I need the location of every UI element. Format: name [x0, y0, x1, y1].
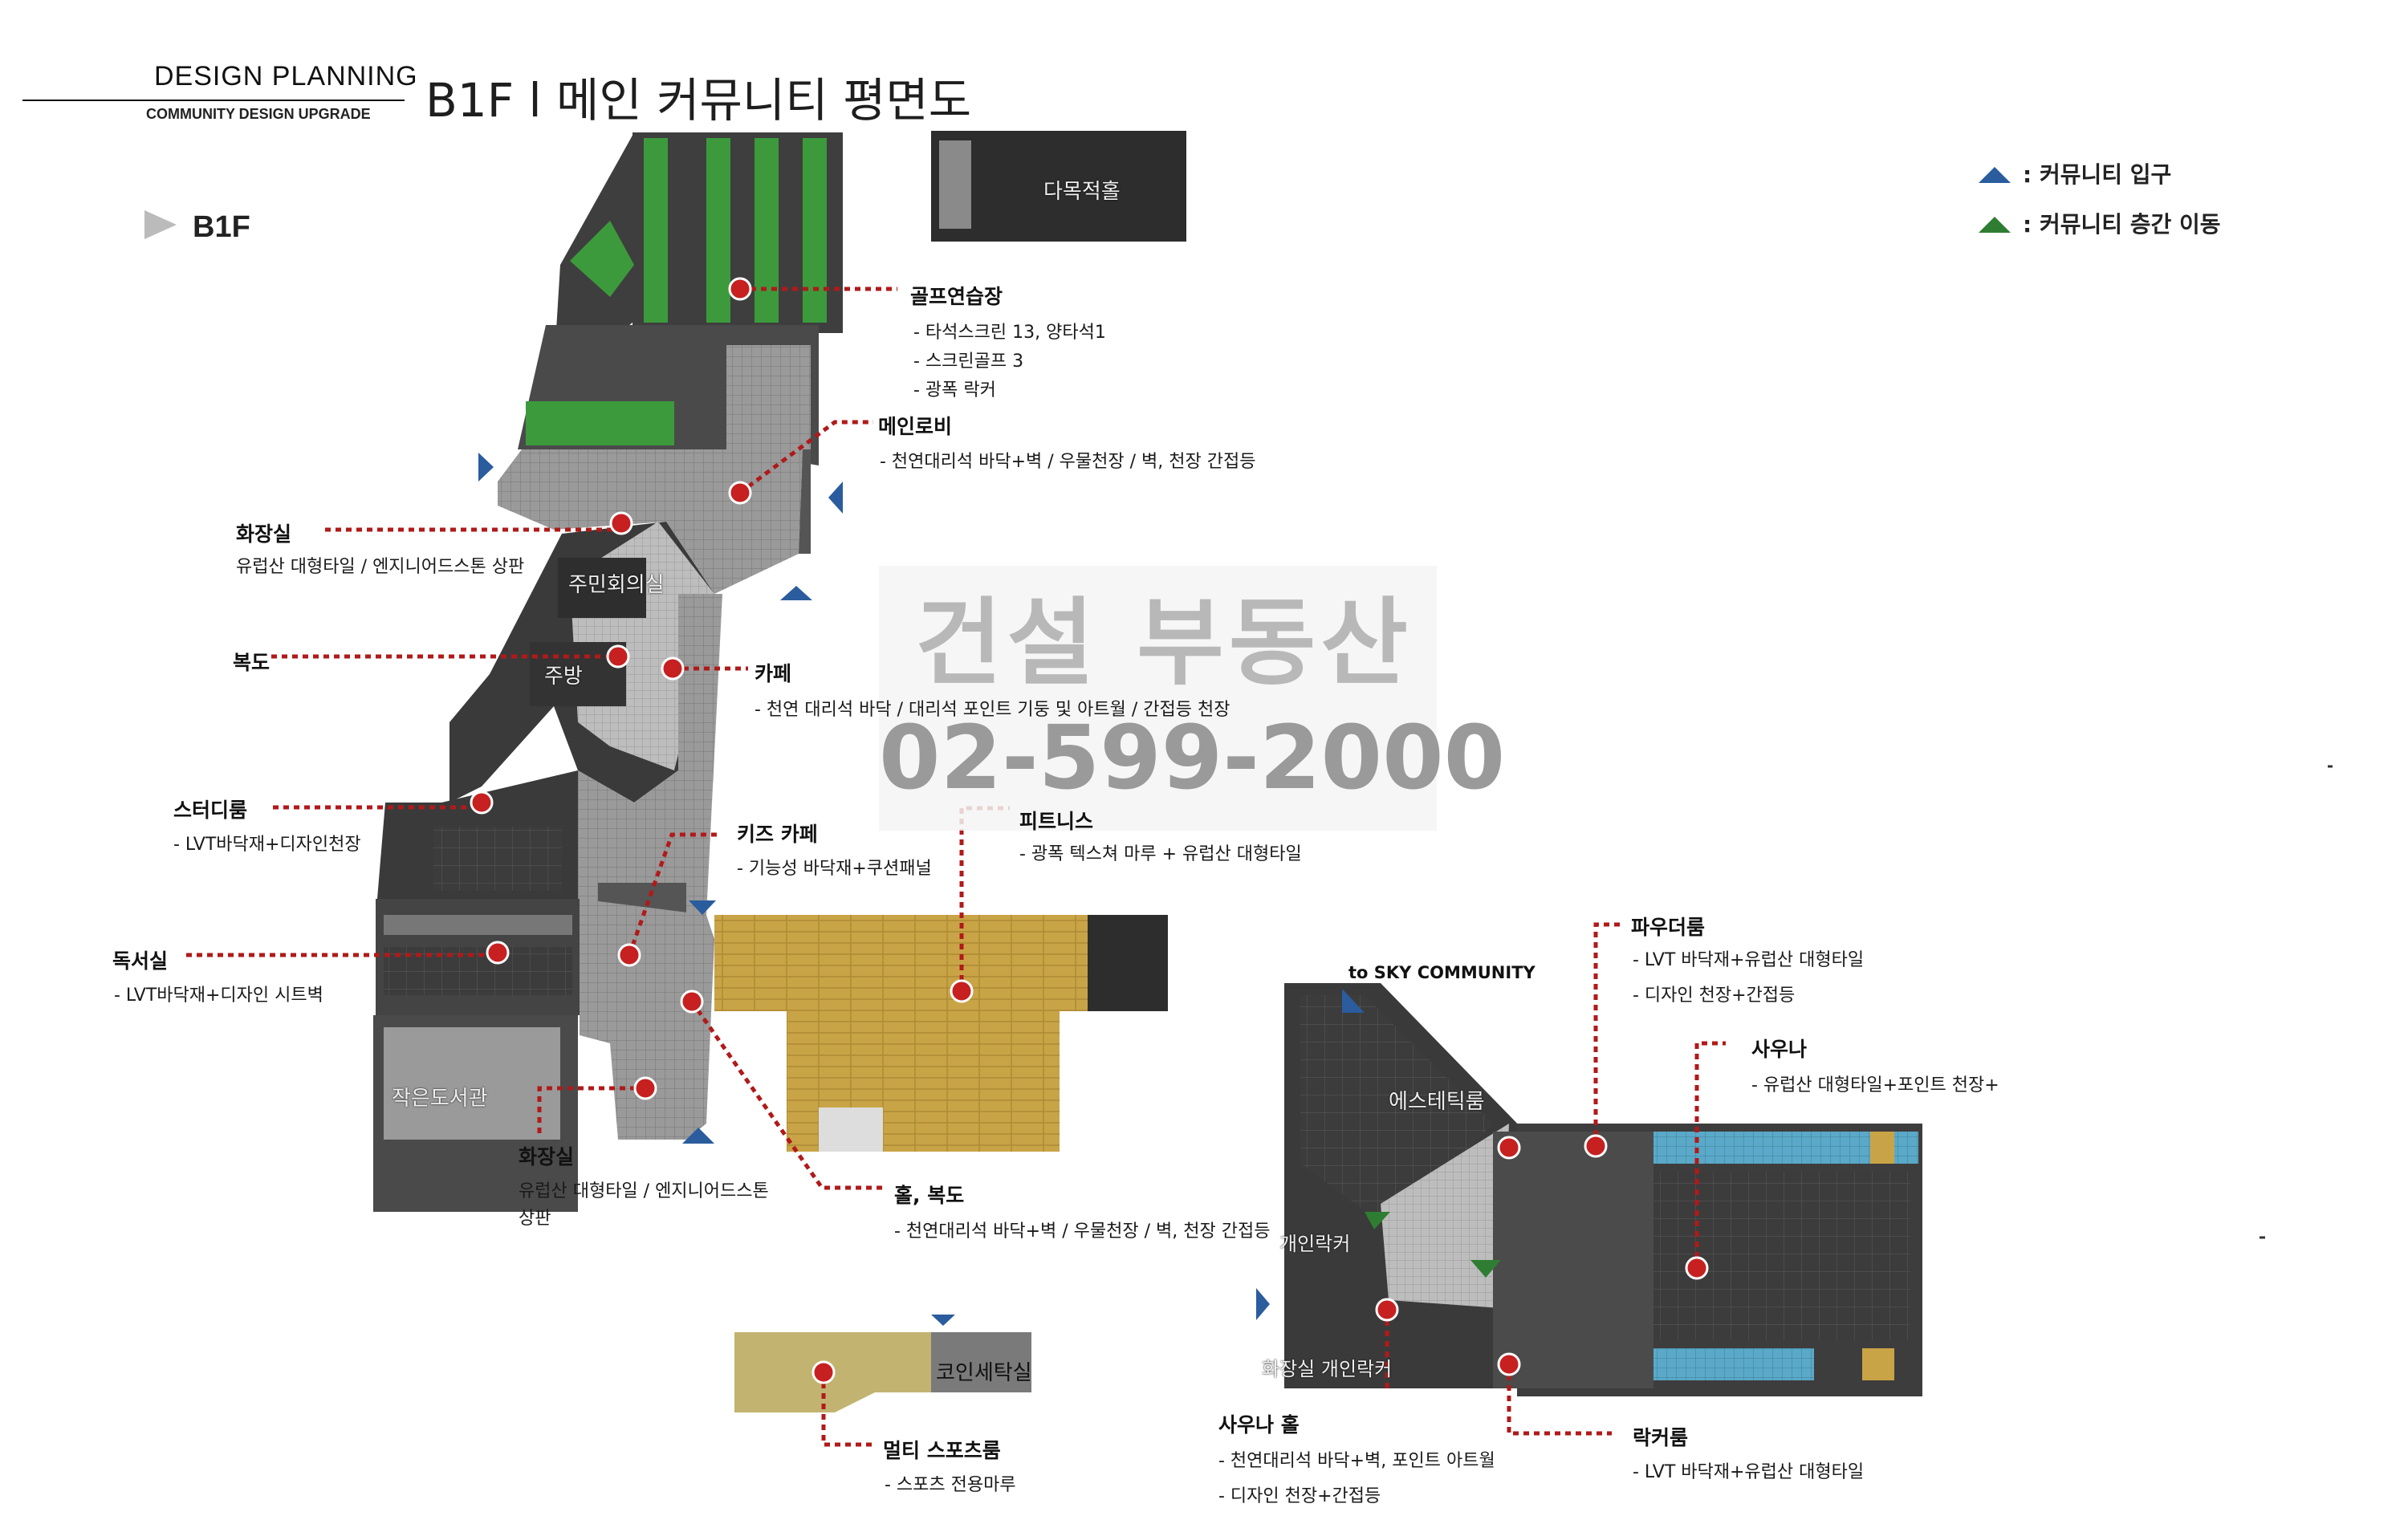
callout-powder-detail-1: - LVT 바닥재+유럽산 대형타일: [1633, 950, 1865, 970]
room-kitchen: 주방: [544, 664, 583, 689]
callout-locker-title: 락커룸: [1633, 1426, 1689, 1449]
dot-reading: [486, 941, 510, 965]
callout-reading-detail-1: - LVT바닥재+디자인 시트벽: [114, 986, 323, 1006]
leader-kids: [627, 832, 718, 956]
room-coin-laundry: 코인세탁실: [936, 1361, 1032, 1385]
callout-hall-detail-1: - 천연대리석 바닥+벽 / 우물천장 / 벽, 천장 간접등: [894, 1221, 1271, 1242]
entrance-markers: [478, 453, 1501, 1326]
leader-lobby: [738, 420, 873, 495]
callout-golf-title: 골프연습장: [910, 285, 1003, 308]
callout-sauna-hall-detail-2: - 디자인 천장+간접등: [1218, 1486, 1381, 1506]
callout-reading-title: 독서실: [112, 949, 169, 973]
callout-sauna-title: 사우나: [1751, 1038, 1808, 1061]
multi-sports-block: [734, 1332, 1031, 1412]
level-arrow-icon: [144, 210, 177, 239]
dot-powder: [1584, 1134, 1608, 1158]
callout-fitness-title: 피트니스: [1019, 810, 1094, 833]
room-restroom-locker: 화장실 개인락커: [1262, 1358, 1393, 1380]
level-label: B1F: [193, 210, 250, 244]
callout-restroom1-detail-1: 유럽산 대형타일 / 엔지니어드스톤 상판: [236, 557, 525, 577]
room-esthetic: 에스테틱룸: [1389, 1090, 1485, 1114]
callout-restroom2-detail-1: 유럽산 대형타일 / 엔지니어드스톤: [519, 1181, 769, 1201]
callout-sauna-hall-detail-1: - 천연대리석 바닥+벽, 포인트 아트월: [1218, 1451, 1495, 1471]
callout-study-detail-1: - LVT바닥재+디자인천장: [173, 835, 361, 855]
leader-sauna: [1694, 1041, 1726, 1268]
callout-leaders: [186, 287, 1726, 1447]
dot-corridor: [606, 644, 630, 669]
callout-corridor-title: 복도: [233, 651, 270, 674]
callout-sauna-hall-title: 사우나 홀: [1218, 1413, 1300, 1437]
leader-hall: [689, 1000, 885, 1190]
callout-lobby-detail-1: - 천연대리석 바닥+벽 / 우물천장 / 벽, 천장 간접등: [880, 452, 1256, 472]
callout-hall-title: 홀, 복도: [894, 1184, 965, 1207]
dot-sauna: [1685, 1256, 1709, 1280]
leader-restroom2: [537, 1086, 645, 1133]
to-sky-label: to SKY COMMUNITY: [1348, 963, 1536, 982]
callout-cafe-title: 카페: [755, 662, 792, 685]
callout-sports-title: 멀티 스포츠룸: [883, 1439, 1001, 1462]
dot-golf: [728, 277, 752, 301]
callout-cafe-detail-1: - 천연 대리석 바닥 / 대리석 포인트 기둥 및 아트월 / 간접등 천장: [755, 700, 1230, 720]
dot-sports: [811, 1360, 836, 1384]
dot-lobby: [728, 481, 752, 505]
section-heading: DESIGN PLANNING: [154, 61, 418, 91]
legend-entrance-icon: [1979, 167, 2011, 183]
callout-golf-detail-2: - 스크린골프 3: [913, 352, 1024, 372]
callout-fitness-detail-1: - 광폭 텍스쳐 마루 + 유럽산 대형타일: [1019, 844, 1302, 864]
callout-golf-detail-3: - 광폭 락커: [913, 380, 996, 400]
callout-kids-title: 키즈 카페: [737, 823, 818, 846]
callout-sauna-detail-1: - 유럽산 대형타일+포인트 천장+: [1751, 1075, 1999, 1095]
dot-restroom1: [609, 511, 633, 535]
dot-locker: [1497, 1352, 1521, 1376]
dot-cafe: [661, 656, 685, 681]
legend-entrance-label: : 커뮤니티 입구: [2023, 161, 2172, 188]
sauna-building: [1284, 983, 1922, 1396]
watermark-box: [879, 566, 1437, 831]
room-multipurpose-hall: 다목적홀: [1043, 180, 1121, 204]
room-small-library: 작은도서관: [392, 1087, 488, 1111]
section-subtitle: COMMUNITY DESIGN UPGRADE: [146, 106, 371, 122]
room-meeting: 주민회의실: [568, 573, 665, 597]
leader-sports: [821, 1372, 875, 1447]
watermark-line1: 건설 부동산: [915, 587, 1413, 698]
leader-powder: [1593, 922, 1621, 1146]
main-building: [373, 132, 1168, 1212]
callout-golf-detail-1: - 타석스크린 13, 양타석1: [913, 323, 1106, 343]
dot-restroom2: [633, 1076, 657, 1100]
callout-restroom2-detail-2: 상판: [519, 1209, 551, 1229]
callout-restroom1-title: 화장실: [236, 522, 292, 546]
dot-sauna-hall: [1375, 1298, 1399, 1322]
multipurpose-hall: [931, 131, 1186, 242]
callout-restroom2-title: 화장실: [519, 1145, 575, 1168]
page-title: B1F l 메인 커뮤니티 평면도: [425, 73, 972, 128]
leader-locker: [1507, 1364, 1612, 1436]
header-rule: [22, 100, 405, 101]
dot-hall: [680, 990, 704, 1014]
callout-powder-title: 파우더룸: [1631, 916, 1706, 939]
watermark-line2: 02-599-2000: [879, 706, 1506, 809]
room-personal-locker: 개인락커: [1279, 1233, 1351, 1255]
callout-powder-detail-2: - 디자인 천장+간접등: [1633, 986, 1796, 1006]
dot-kids: [617, 943, 641, 967]
dot-fitness: [950, 979, 974, 1003]
callout-locker-detail-1: - LVT 바닥재+유럽산 대형타일: [1633, 1462, 1865, 1482]
callout-study-title: 스터디룸: [173, 799, 248, 822]
callout-dots: [470, 277, 1709, 1384]
dot-study: [470, 790, 494, 815]
callout-sports-detail-1: - 스포츠 전용마루: [885, 1475, 1016, 1495]
dot-locker-top: [1497, 1136, 1521, 1160]
callout-lobby-title: 메인로비: [878, 415, 953, 438]
callout-kids-detail-1: - 기능성 바닥재+쿠션패널: [737, 859, 932, 879]
legend-floor-move-icon: [1979, 217, 2011, 233]
legend-floor-move-label: : 커뮤니티 층간 이동: [2023, 211, 2221, 238]
